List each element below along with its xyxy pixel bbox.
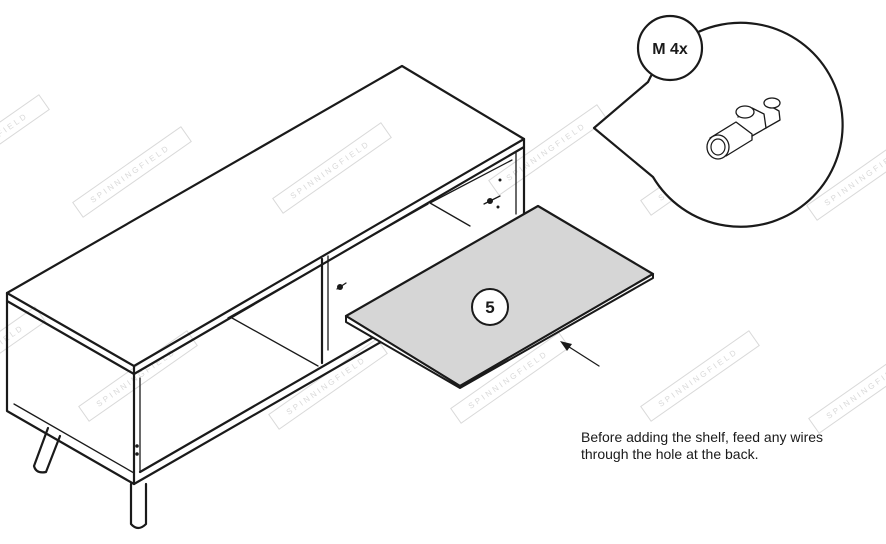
watermark-text: SPINNINGFIELD [0,111,30,173]
cabinet-leg-front-left [32,426,62,474]
cabinet-bottom-edge [132,329,402,486]
hardware-quantity-label: M 4x [652,41,688,58]
watermark-stamp: SPINNINGFIELD [640,330,760,422]
step-number-badge: 5 [471,288,509,326]
callout-bubble [592,21,844,228]
cabinet-side-inner-line [13,403,135,474]
shelf-pin-holes [135,178,502,456]
shelf-front-edge [345,273,654,389]
step-number: 5 [485,298,494,317]
cabinet-inner-right-top [429,159,513,204]
cabinet-inner-shelf-left [231,317,319,367]
tv-cabinet [5,64,526,530]
watermark-stamp: SPINNINGFIELD [0,94,50,186]
watermark-text: SPINNINGFIELD [289,139,372,201]
cabinet-bottom-inner [138,336,374,474]
watermark-stamp: SPINNINGFIELD [808,342,886,434]
quantity-badge [636,14,704,82]
watermark-stamp: SPINNINGFIELD [272,122,392,214]
insert-direction-arrow [560,341,600,367]
cabinet-inner-right-side [429,202,471,227]
watermark-text: SPINNINGFIELD [0,323,26,385]
instruction-note: Before adding the shelf, feed any wires … [581,429,881,463]
instruction-line-2: through the hole at the back. [581,446,759,462]
watermark-text: SPINNINGFIELD [825,359,886,421]
cabinet-leg-front-right [129,482,148,530]
watermark-stamp: SPINNINGFIELD [268,338,388,430]
watermark-stamp: SPINNINGFIELD [72,126,192,218]
watermark-text: SPINNINGFIELD [657,347,740,409]
instruction-line-1: Before adding the shelf, feed any wires [581,429,824,445]
cam-bolt-icon [706,97,781,160]
cabinet-side-panel [5,299,136,486]
watermark-text: SPINNINGFIELD [89,143,172,205]
hardware-callout: M 4x [592,14,844,228]
